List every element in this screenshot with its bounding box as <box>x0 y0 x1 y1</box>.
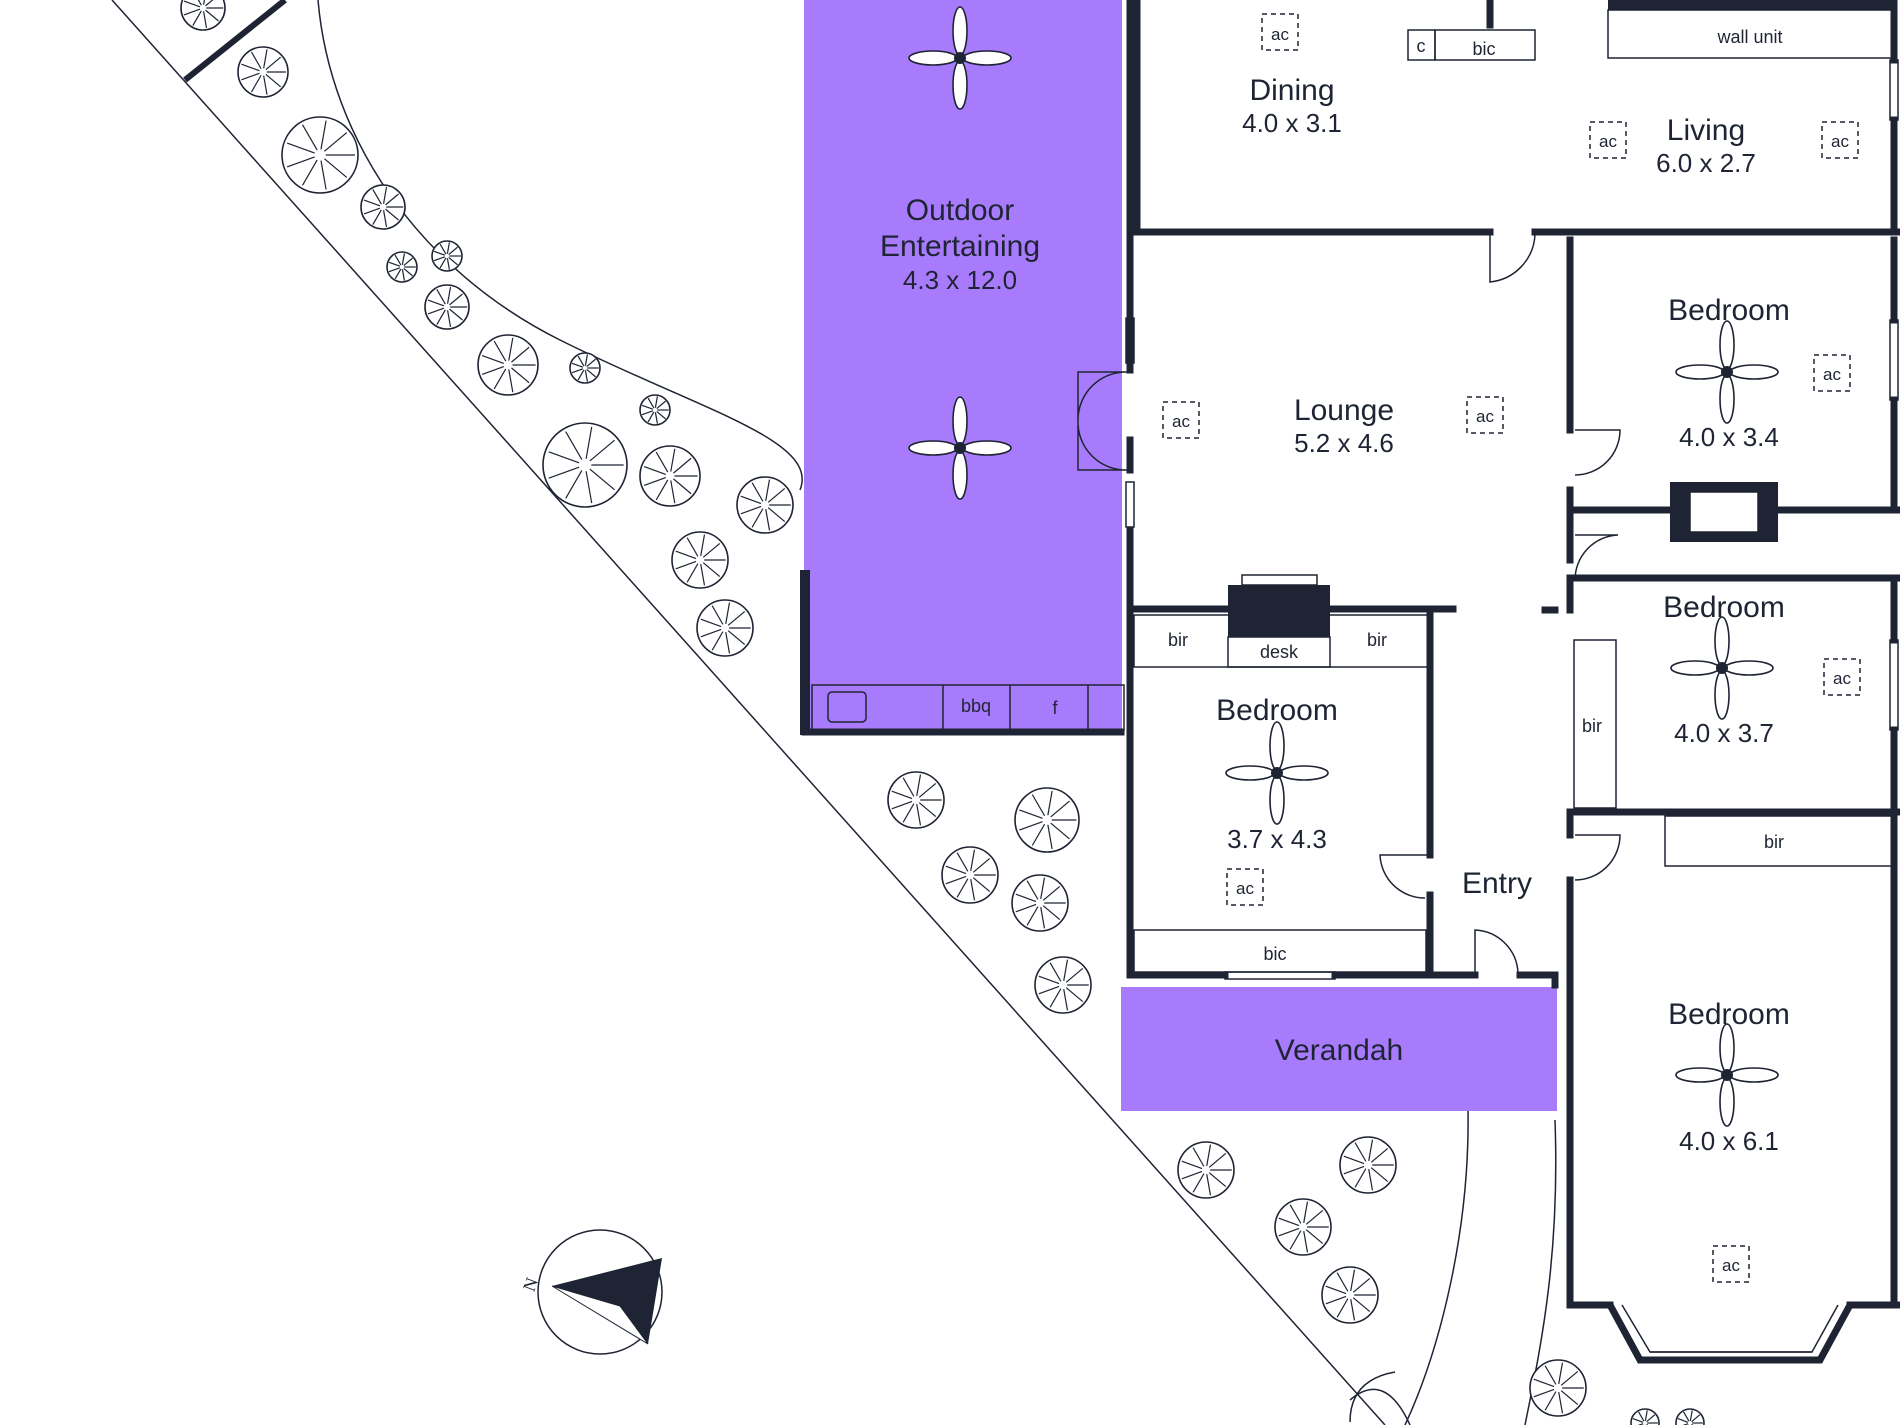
ac-unit: ac <box>1823 658 1861 696</box>
bir-label: bir <box>1168 630 1188 650</box>
tree-icon <box>1274 1198 1332 1256</box>
tree-icon <box>1177 1141 1235 1199</box>
svg-text:ac: ac <box>1831 132 1849 151</box>
room-name-verandah: Verandah <box>1275 1034 1403 1067</box>
doors <box>1077 232 1621 1423</box>
tree-icon <box>736 476 794 534</box>
bir-label: bir <box>1764 832 1784 852</box>
tree-icon <box>1529 1359 1587 1417</box>
fixtures <box>811 0 1895 973</box>
tree-icon <box>281 116 359 194</box>
room-dims-bedroom-se: 4.0 x 6.1 <box>1679 1126 1779 1156</box>
desk-block <box>1228 585 1330 637</box>
tree-icon <box>1011 874 1069 932</box>
outdoor-entertaining-area <box>804 0 1122 732</box>
room-dims-dining: 4.0 x 3.1 <box>1242 108 1342 138</box>
room-dims-living: 6.0 x 2.7 <box>1656 148 1756 178</box>
ceiling-fan-icon <box>1675 1023 1779 1127</box>
svg-text:ac: ac <box>1833 669 1851 688</box>
bir-label: bir <box>1367 630 1387 650</box>
room-dims-bedroom-e: 4.0 x 3.7 <box>1674 718 1774 748</box>
cupboard-label: c <box>1417 36 1426 56</box>
ac-unit: ac <box>1226 868 1264 906</box>
tree-icon <box>386 251 418 283</box>
room-name-bedroom-se: Bedroom <box>1668 998 1790 1031</box>
tree-icon <box>639 445 701 507</box>
bay-window <box>1606 1303 1854 1364</box>
ac-unit: ac <box>1712 1245 1750 1283</box>
ceiling-fan-icon <box>908 396 1012 500</box>
tree-icon <box>360 184 406 230</box>
tree-icon <box>477 334 539 396</box>
bic-label: bic <box>1263 944 1286 964</box>
svg-text:ac: ac <box>1271 25 1289 44</box>
room-dims-bedroom-ne: 4.0 x 3.4 <box>1679 422 1779 452</box>
landscape-trees <box>180 0 1705 1425</box>
sink-icon <box>827 691 867 723</box>
ac-unit: ac <box>1589 121 1627 159</box>
ceiling-fan-icon <box>1225 721 1329 825</box>
svg-text:ac: ac <box>1722 1256 1740 1275</box>
tree-icon <box>1014 787 1080 853</box>
room-name-outdoor-line2: Entertaining <box>880 230 1040 263</box>
room-dims-outdoor: 4.3 x 12.0 <box>903 265 1017 295</box>
ceiling-fan-icon <box>1670 616 1774 720</box>
tree-icon <box>431 240 463 272</box>
bbq-label: bbq <box>961 696 991 716</box>
tree-icon <box>941 846 999 904</box>
desk-label: desk <box>1260 642 1299 662</box>
tree-icon <box>696 599 754 657</box>
tree-icon <box>1321 1266 1379 1324</box>
room-name-bedroom-w: Bedroom <box>1216 694 1338 727</box>
verandah-area <box>1121 987 1557 1111</box>
tree-icon <box>639 394 671 426</box>
ac-unit: ac <box>1813 354 1851 392</box>
tree-icon <box>424 284 470 330</box>
room-name-bedroom-ne: Bedroom <box>1668 294 1790 327</box>
room-name-living: Living <box>1667 114 1745 147</box>
tree-icon <box>887 771 945 829</box>
fridge-label: f <box>1052 698 1058 718</box>
bic-label: bic <box>1472 39 1495 59</box>
windows <box>1125 59 1899 980</box>
ceiling-fan-icon <box>1675 320 1779 424</box>
wall-unit-label: wall unit <box>1716 27 1782 47</box>
tree-icon <box>180 0 226 31</box>
svg-text:ac: ac <box>1236 879 1254 898</box>
tree-icon <box>569 352 601 384</box>
room-name-entry: Entry <box>1462 867 1532 900</box>
svg-text:ac: ac <box>1823 365 1841 384</box>
ac-unit: ac <box>1821 121 1859 159</box>
tree-icon <box>1339 1136 1397 1194</box>
tree-icon <box>542 422 628 508</box>
north-arrow-icon: N <box>519 1229 663 1355</box>
svg-text:ac: ac <box>1599 132 1617 151</box>
room-dims-bedroom-w: 3.7 x 4.3 <box>1227 824 1327 854</box>
room-name-bedroom-e: Bedroom <box>1663 591 1785 624</box>
ac-unit: ac <box>1466 396 1504 434</box>
tree-icon <box>671 531 729 589</box>
bir-label: bir <box>1582 716 1602 736</box>
svg-text:ac: ac <box>1172 412 1190 431</box>
svg-text:ac: ac <box>1476 407 1494 426</box>
tree-icon <box>237 46 289 98</box>
room-name-outdoor-line1: Outdoor <box>906 194 1014 227</box>
tree-icon <box>1034 956 1092 1014</box>
ac-unit: ac <box>1261 13 1299 51</box>
tree-icon <box>1630 1408 1660 1425</box>
room-name-dining: Dining <box>1249 74 1334 107</box>
room-dims-lounge: 5.2 x 4.6 <box>1294 428 1394 458</box>
room-name-lounge: Lounge <box>1294 394 1394 427</box>
ac-unit: ac <box>1162 401 1200 439</box>
tree-icon <box>1675 1408 1705 1425</box>
north-label: N <box>519 1275 542 1294</box>
ceiling-fan-icon <box>908 6 1012 110</box>
